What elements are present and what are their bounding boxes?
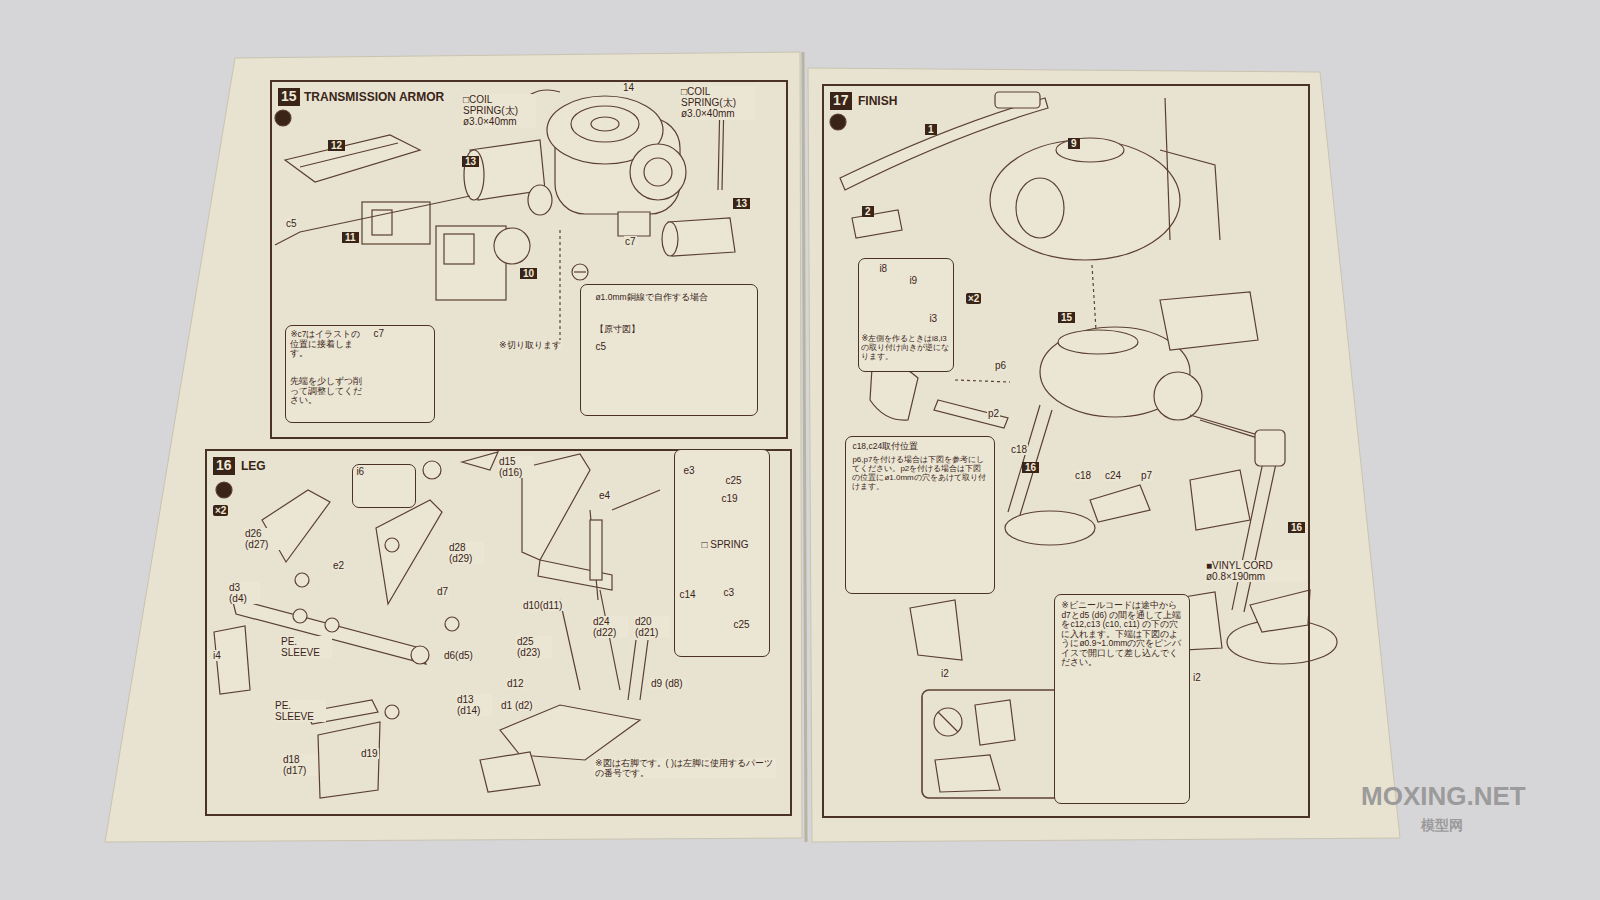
note-text: c3: [723, 587, 734, 598]
part-label: d13 (d14): [456, 694, 492, 716]
part-label: e4: [598, 490, 611, 501]
note-text: c5: [595, 341, 606, 352]
part-label: d24 (d22): [592, 616, 628, 638]
part-label: ※図は右脚です。( )は左脚に使用するパーツの番号です。: [594, 758, 776, 778]
note-text: e3: [683, 465, 694, 476]
part-label: d6(d5): [443, 650, 474, 661]
part-label: p7: [1140, 470, 1153, 481]
part-label: d1 (d2): [500, 700, 534, 711]
step-number: 17: [830, 92, 852, 110]
note-text: ※c7はイラストの位置に接着します。: [290, 330, 368, 359]
part-label: ■VINYL CORD ø0.8×190mm: [1205, 560, 1307, 582]
part-label: d20 (d21): [634, 616, 670, 638]
part-label: d12: [506, 678, 525, 689]
note-text: 【原寸図】: [595, 325, 640, 335]
note-text: c25: [725, 475, 741, 486]
part-label: d28 (d29): [448, 542, 484, 564]
right-page: [808, 68, 1400, 842]
part-label: ×2: [966, 293, 981, 304]
note-box: c18,c24取付位置 p6,p7を付ける場合は下図を参考にしてください。p2を付…: [845, 436, 995, 594]
part-label: e2: [332, 560, 345, 571]
note-text: i8: [879, 263, 887, 274]
note-text: p6,p7を付ける場合は下図を参考にしてください。p2を付ける場合は下図の位置に…: [852, 456, 986, 492]
part-label: PE. SLEEVE: [280, 636, 332, 658]
part-label: c5: [285, 218, 298, 229]
callout-number: 15: [1058, 312, 1075, 323]
detail-box: e3 c25 c19 □ SPRING c14 c3 c25: [674, 449, 770, 657]
part-label: d10(d11): [522, 600, 563, 611]
part-label: c7: [624, 236, 637, 247]
note-box: i8 i9 i3 ※左側を作るときはi8,i3の取り付け向きが逆になります。: [858, 258, 954, 372]
part-label: PE. SLEEVE: [274, 700, 326, 722]
part-label: p6: [994, 360, 1007, 371]
callout-number: 13: [462, 156, 479, 167]
note-text: i3: [929, 313, 937, 324]
note-box: ø1.0mm銅線で自作する場合【原寸図】 c5: [580, 284, 758, 416]
step-number: 16: [213, 457, 235, 475]
callout-number: 1: [925, 124, 937, 135]
callout-number: 11: [342, 232, 359, 243]
step-panel: 17 FINISH i8 i9 i3 ※左側を作るときはi8,i3の取り付け向きが逆になり…: [822, 84, 1310, 818]
part-label: d9 (d8): [650, 678, 686, 689]
part-label: d15 (d16): [498, 456, 534, 478]
note-text: ※ビニールコードは途中からd7とd5 (d6) の間を通して上端をc12,c13…: [1061, 601, 1181, 668]
step-number: 15: [278, 88, 300, 106]
note-text: 先端を少しずつ削って調整してください。: [290, 377, 364, 406]
note-text: □ SPRING: [701, 539, 748, 550]
part-label: ※切り取ります: [498, 340, 562, 350]
step-title: LEG: [241, 460, 266, 473]
callout-number: 2: [862, 206, 874, 217]
note-text: ※左側を作るときはi8,i3の取り付け向きが逆になります。: [861, 335, 949, 362]
note-text: c18,c24取付位置: [852, 442, 918, 452]
note-text: i9: [909, 275, 917, 286]
note-text: c19: [721, 493, 737, 504]
part-label: i2: [940, 668, 950, 679]
gutter: [803, 52, 806, 842]
part-label: d7: [436, 586, 449, 597]
left-page: [105, 52, 802, 842]
part-label: 14: [622, 82, 635, 93]
part-label: d3 (d4): [228, 582, 260, 604]
part-box: i6: [352, 464, 416, 508]
part-label: d26 (d27): [244, 528, 280, 550]
part-label: ×2: [213, 505, 228, 516]
watermark: MOXING.NET: [1360, 782, 1527, 811]
callout-number: 10: [520, 268, 537, 279]
step-panel: 15 TRANSMISSION ARMOR ※c7はイラストの位置に接着します。 c7…: [270, 80, 788, 439]
part-label: i4: [212, 650, 222, 661]
callout-number: 13: [733, 198, 750, 209]
step-title: FINISH: [858, 95, 897, 108]
part-label: c18: [1074, 470, 1092, 481]
callout-number: 9: [1068, 138, 1080, 149]
note-text: c7: [373, 328, 384, 339]
note-text: ø1.0mm銅線で自作する場合: [595, 293, 707, 303]
callout-number: 16: [1022, 462, 1039, 473]
step-title: TRANSMISSION ARMOR: [304, 91, 444, 104]
part-label: c18: [1010, 444, 1028, 455]
part-label: d18 (d17): [282, 754, 318, 776]
callout-number: 16: [1288, 522, 1305, 533]
part-label: □COIL SPRING(太) ø3.0×40mm: [680, 86, 754, 120]
part-label: d19: [360, 748, 379, 759]
part-label: i2: [1192, 672, 1202, 683]
note-text: c14: [679, 589, 695, 600]
watermark: 模型网: [1420, 818, 1464, 834]
part-label: □COIL SPRING(太) ø3.0×40mm: [462, 94, 536, 128]
part-label: d25 (d23): [516, 636, 552, 658]
note-text: i6: [356, 466, 364, 477]
part-label: c24: [1104, 470, 1122, 481]
note-text: c25: [733, 619, 749, 630]
callout-number: 12: [328, 140, 345, 151]
part-label: p2: [987, 408, 1000, 419]
note-box: ※c7はイラストの位置に接着します。 c7 先端を少しずつ削って調整してください。: [285, 325, 435, 423]
note-box: ※ビニールコードは途中からd7とd5 (d6) の間を通して上端をc12,c13…: [1054, 594, 1190, 804]
